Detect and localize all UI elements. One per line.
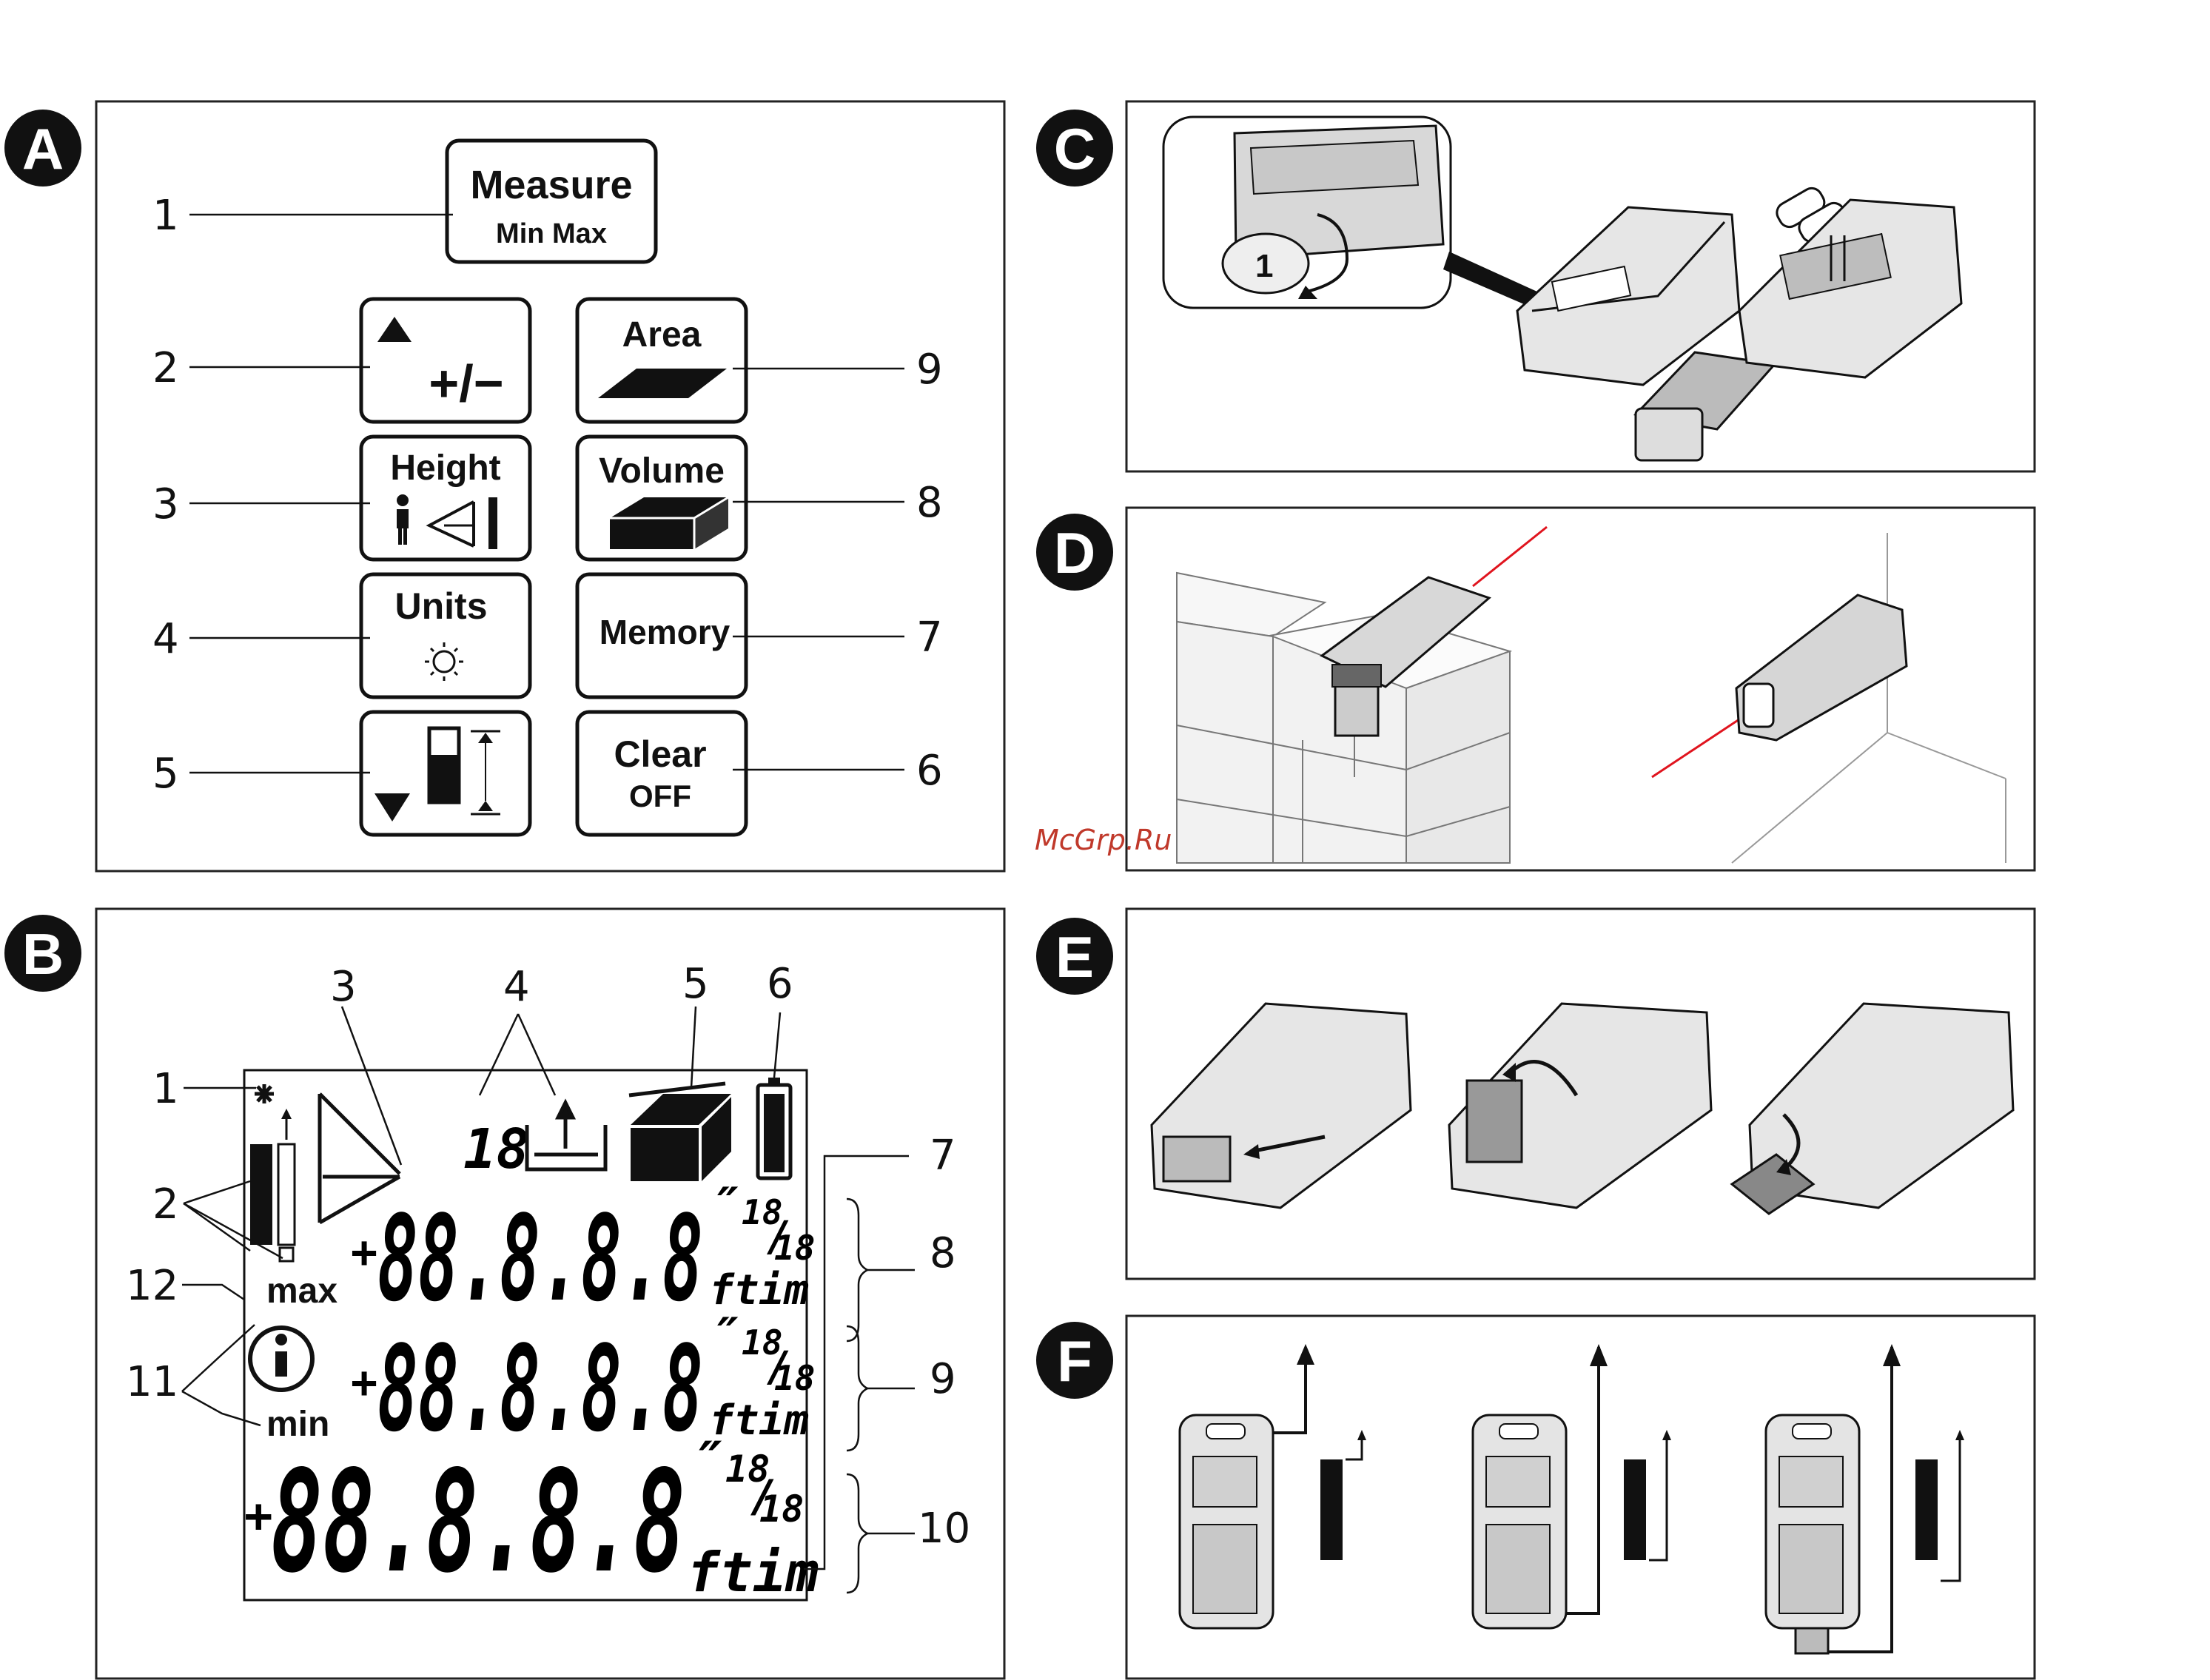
rangefinder-in-corner <box>1736 595 1907 740</box>
max-label: max <box>266 1271 337 1311</box>
callout-a1: 1 <box>152 192 179 240</box>
volume-label: Volume <box>599 451 725 491</box>
callout-b5: 5 <box>682 960 709 1008</box>
height-label: Height <box>390 448 500 488</box>
panel-e: E <box>1036 909 2035 1279</box>
height-button[interactable]: Height <box>361 437 530 560</box>
area-button[interactable]: Area <box>577 299 746 422</box>
row3-inch: ″ <box>688 1431 722 1491</box>
memory-slot-indicator: 18 <box>463 1118 529 1181</box>
min-label: min <box>266 1405 329 1444</box>
svg-text:1: 1 <box>1255 248 1273 284</box>
row1-sign: + <box>351 1226 377 1278</box>
panel-a: A Measure Min Max +/− Height <box>4 101 1004 871</box>
callout-b7: 7 <box>930 1132 956 1180</box>
callout-b9: 9 <box>930 1355 956 1403</box>
device-reference-bottom <box>1473 1344 1671 1628</box>
callout-b3: 3 <box>330 963 357 1011</box>
device-fold-down <box>1732 1004 2013 1214</box>
memory-button[interactable]: Memory <box>577 574 746 697</box>
device-slide-in <box>1152 1004 1411 1208</box>
callout-a8: 8 <box>916 479 943 527</box>
device-battery-compartment <box>1739 200 1961 377</box>
panel-e-letter: E <box>1055 924 1094 989</box>
measure-label: Measure <box>470 163 632 207</box>
battery-cover-closeup: 1 <box>1163 117 1451 308</box>
panel-a-letter: A <box>22 116 64 181</box>
callout-b12: 12 <box>126 1262 178 1310</box>
units-button[interactable]: Units <box>361 574 530 697</box>
panel-d-letter: D <box>1054 520 1095 585</box>
callout-b1: 1 <box>152 1065 179 1113</box>
row3-frac-den: 18 <box>759 1488 804 1531</box>
units-label: Units <box>395 585 488 627</box>
panel-d: D <box>1036 508 2035 870</box>
laser-on-icon <box>255 1084 274 1103</box>
panel-b-letter: B <box>22 921 64 987</box>
panel-a-callouts <box>189 215 904 773</box>
callout-b11: 11 <box>126 1358 178 1406</box>
watermark: McGrp.Ru <box>1035 824 1172 856</box>
device-reference-top <box>1180 1344 1366 1628</box>
panel-c: C 1 <box>1036 101 2035 471</box>
row2-sign: + <box>351 1357 377 1408</box>
plus-minus-button[interactable]: +/− <box>361 299 530 422</box>
row3-sign: + <box>244 1489 273 1544</box>
row1-digits: 88.8.8.8 <box>377 1189 703 1328</box>
callout-a3: 3 <box>152 480 179 528</box>
panel-f-letter: F <box>1057 1328 1092 1394</box>
clear-label: Clear <box>614 733 706 775</box>
laser-beam-1 <box>1473 527 1547 586</box>
callout-b8: 8 <box>930 1229 956 1277</box>
row1-units: ftim <box>709 1266 809 1314</box>
callout-b6: 6 <box>767 960 793 1008</box>
callout-a4: 4 <box>152 615 179 663</box>
callout-b2: 2 <box>152 1180 179 1229</box>
callout-a6: 6 <box>916 747 943 795</box>
callout-a5: 5 <box>152 750 179 798</box>
memory-label: Memory <box>599 613 730 651</box>
callout-a7: 7 <box>916 614 943 662</box>
area-label: Area <box>622 315 702 355</box>
callout-b10: 10 <box>918 1505 970 1553</box>
callout-a9: 9 <box>916 346 943 394</box>
row1-frac-den: 18 <box>774 1228 815 1268</box>
row2-digits: 88.8.8.8 <box>377 1320 703 1458</box>
row2-inch: ″ <box>708 1308 739 1363</box>
off-label: OFF <box>629 779 691 813</box>
panel-b: B 18 <box>4 909 1004 1679</box>
row1-inch: ″ <box>708 1178 739 1233</box>
panel-f: F <box>1036 1316 2035 1679</box>
volume-button[interactable]: Volume <box>577 437 746 560</box>
device-flip-up <box>1449 1004 1711 1208</box>
row2-frac-den: 18 <box>774 1358 815 1398</box>
clear-off-button[interactable]: Clear OFF <box>577 712 746 835</box>
panel-c-letter: C <box>1054 116 1095 181</box>
plus-minus-symbol: +/− <box>429 355 503 412</box>
reference-button[interactable] <box>361 712 530 835</box>
row2-units: ftim <box>709 1397 809 1445</box>
row3-units: ftim <box>687 1541 819 1605</box>
callout-a2: 2 <box>152 344 179 392</box>
measure-button[interactable]: Measure Min Max <box>447 141 656 262</box>
device-reference-pin <box>1766 1344 1964 1653</box>
min-max-label: Min Max <box>496 218 607 249</box>
callout-b4: 4 <box>503 963 530 1011</box>
row3-digits: 88.8.8.8 <box>271 1440 685 1604</box>
